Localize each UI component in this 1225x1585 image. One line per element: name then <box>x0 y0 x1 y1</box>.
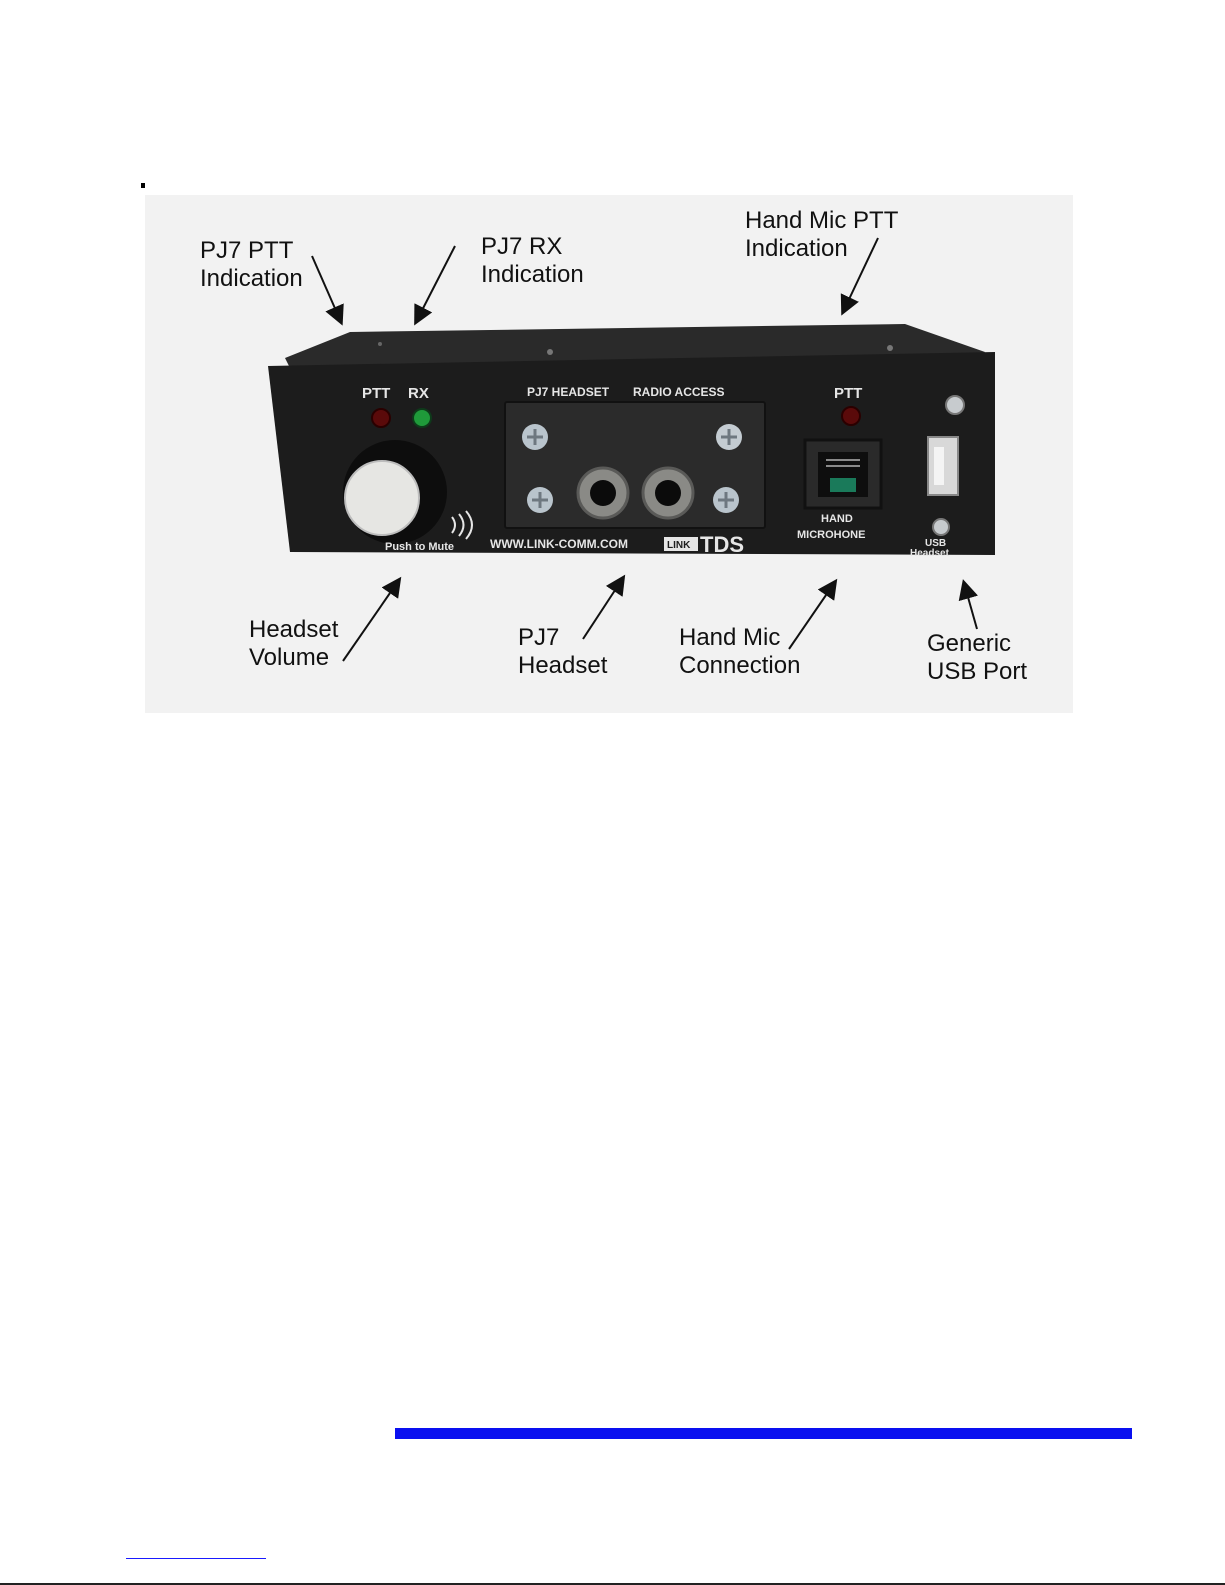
rx-label: RX <box>408 385 429 402</box>
hand-label: HAND <box>821 513 853 525</box>
website-label: WWW.LINK-COMM.COM <box>490 537 628 551</box>
brand-link-text: LINK <box>667 540 691 551</box>
top-screw <box>887 345 893 351</box>
usb-screw-top <box>946 396 964 414</box>
callout-headset-volume: Headset Volume <box>249 616 338 672</box>
callout-hand-mic-connection: Hand Mic Connection <box>679 624 800 680</box>
radio-access-label: RADIO ACCESS <box>633 385 725 399</box>
callout-generic-usb: Generic USB Port <box>927 630 1027 686</box>
brand-tds-text: TDS <box>700 532 744 557</box>
rx-led-green <box>413 409 431 427</box>
callout-pj7-headset: PJ7 Headset <box>518 624 607 680</box>
volume-knob-cap <box>345 461 419 535</box>
top-screw <box>547 349 553 355</box>
ptt-right-label: PTT <box>834 385 862 402</box>
footnote-separator <box>126 1558 266 1559</box>
ptt-left-label: PTT <box>362 385 390 402</box>
top-screw <box>378 342 382 346</box>
ptt-led-red <box>372 409 390 427</box>
push-to-mute-label: Push to Mute <box>385 541 454 553</box>
footer-blue-rule <box>395 1428 1132 1439</box>
microhone-label: MICROHONE <box>797 529 865 541</box>
usb-screw-bottom <box>933 519 949 535</box>
pj7-headset-label: PJ7 HEADSET <box>527 385 610 399</box>
hand-mic-ptt-led <box>842 407 860 425</box>
callout-pj7-ptt: PJ7 PTT Indication <box>200 237 303 293</box>
usb-headset-label: Headset <box>910 548 950 559</box>
callout-pj7-rx: PJ7 RX Indication <box>481 233 584 289</box>
callout-hand-mic-ptt: Hand Mic PTT Indication <box>745 207 898 263</box>
